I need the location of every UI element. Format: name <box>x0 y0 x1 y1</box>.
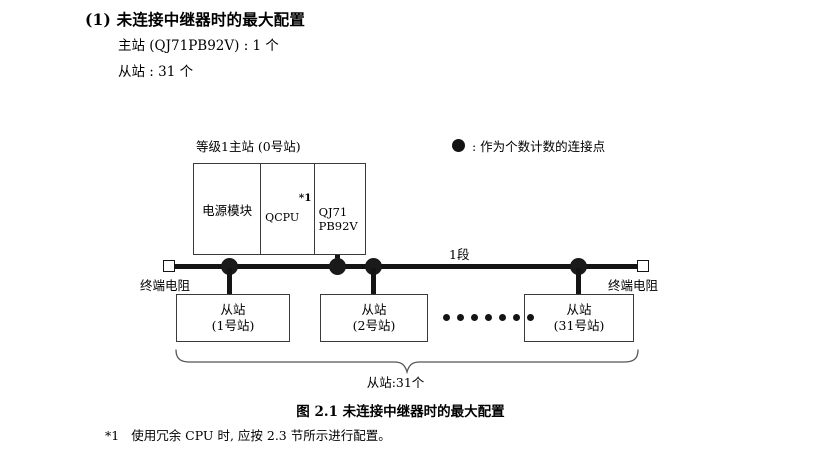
connection-dot <box>329 258 346 275</box>
slave-name: 从站 <box>361 302 387 317</box>
connection-dot <box>221 258 238 275</box>
terminator-right-label: 终端电阻 <box>608 278 659 293</box>
network-module-line1: QJ71 <box>318 205 348 219</box>
slave-station-number: (31号站) <box>553 318 605 333</box>
cpu-module-cell: QCPU *1 <box>261 164 315 254</box>
legend-label: : 作为个数计数的连接点 <box>472 139 606 154</box>
master-count-line: 主站 (QJ71PB92V) : 1 个 <box>118 38 279 54</box>
connection-dot <box>570 258 587 275</box>
trunk-bus-line <box>168 264 648 269</box>
slave-name: 从站 <box>220 302 246 317</box>
power-module-cell: 电源模块 <box>194 164 262 254</box>
filled-circle-icon <box>452 139 465 152</box>
network-module-line2: PB92V <box>318 219 358 233</box>
footnote: *1 使用冗余 CPU 时, 应按 2.3 节所示进行配置。 <box>105 425 391 444</box>
slave-drop-line <box>576 268 581 295</box>
slave-station-number: (1号站) <box>211 318 255 333</box>
slave-name: 从站 <box>566 302 592 317</box>
ellipsis-dots-icon <box>443 314 534 321</box>
footnote-text: 使用冗余 CPU 时, 应按 2.3 节所示进行配置。 <box>131 428 391 443</box>
connection-dot <box>365 258 382 275</box>
slave-drop-line <box>371 268 376 295</box>
terminator-right-icon <box>637 260 649 272</box>
footnote-marker: *1 <box>105 428 120 443</box>
terminator-left-icon <box>163 260 175 272</box>
slave-station-box: 从站 (1号站) <box>176 294 290 342</box>
slave-count-line: 从站 : 31 个 <box>118 64 194 80</box>
slave-group-brace <box>172 348 642 378</box>
cpu-footnote-marker: *1 <box>298 192 312 204</box>
slave-station-box: 从站 (2号站) <box>320 294 428 342</box>
terminator-left-label: 终端电阻 <box>140 278 191 293</box>
network-module-label: QJ71 PB92V <box>319 205 358 233</box>
power-module-label: 电源模块 <box>202 202 253 218</box>
slave-station-box: 从站 (31号站) <box>524 294 634 342</box>
master-station-label: 等级1主站 (0号站) <box>196 139 301 154</box>
slave-drop-line <box>227 268 232 295</box>
master-rack: 电源模块 QCPU *1 QJ71 PB92V <box>193 163 366 255</box>
segment-label: 1段 <box>449 247 470 262</box>
network-module-cell: QJ71 PB92V <box>315 164 365 254</box>
section-title: (1) 未连接中继器时的最大配置 <box>85 10 306 29</box>
legend: : 作为个数计数的连接点 <box>452 136 605 155</box>
figure-caption: 图 2.1 未连接中继器时的最大配置 <box>296 404 505 420</box>
slave-group-caption: 从站:31个 <box>366 375 425 390</box>
cpu-module-label: QCPU <box>265 211 300 224</box>
slave-station-number: (2号站) <box>352 318 396 333</box>
